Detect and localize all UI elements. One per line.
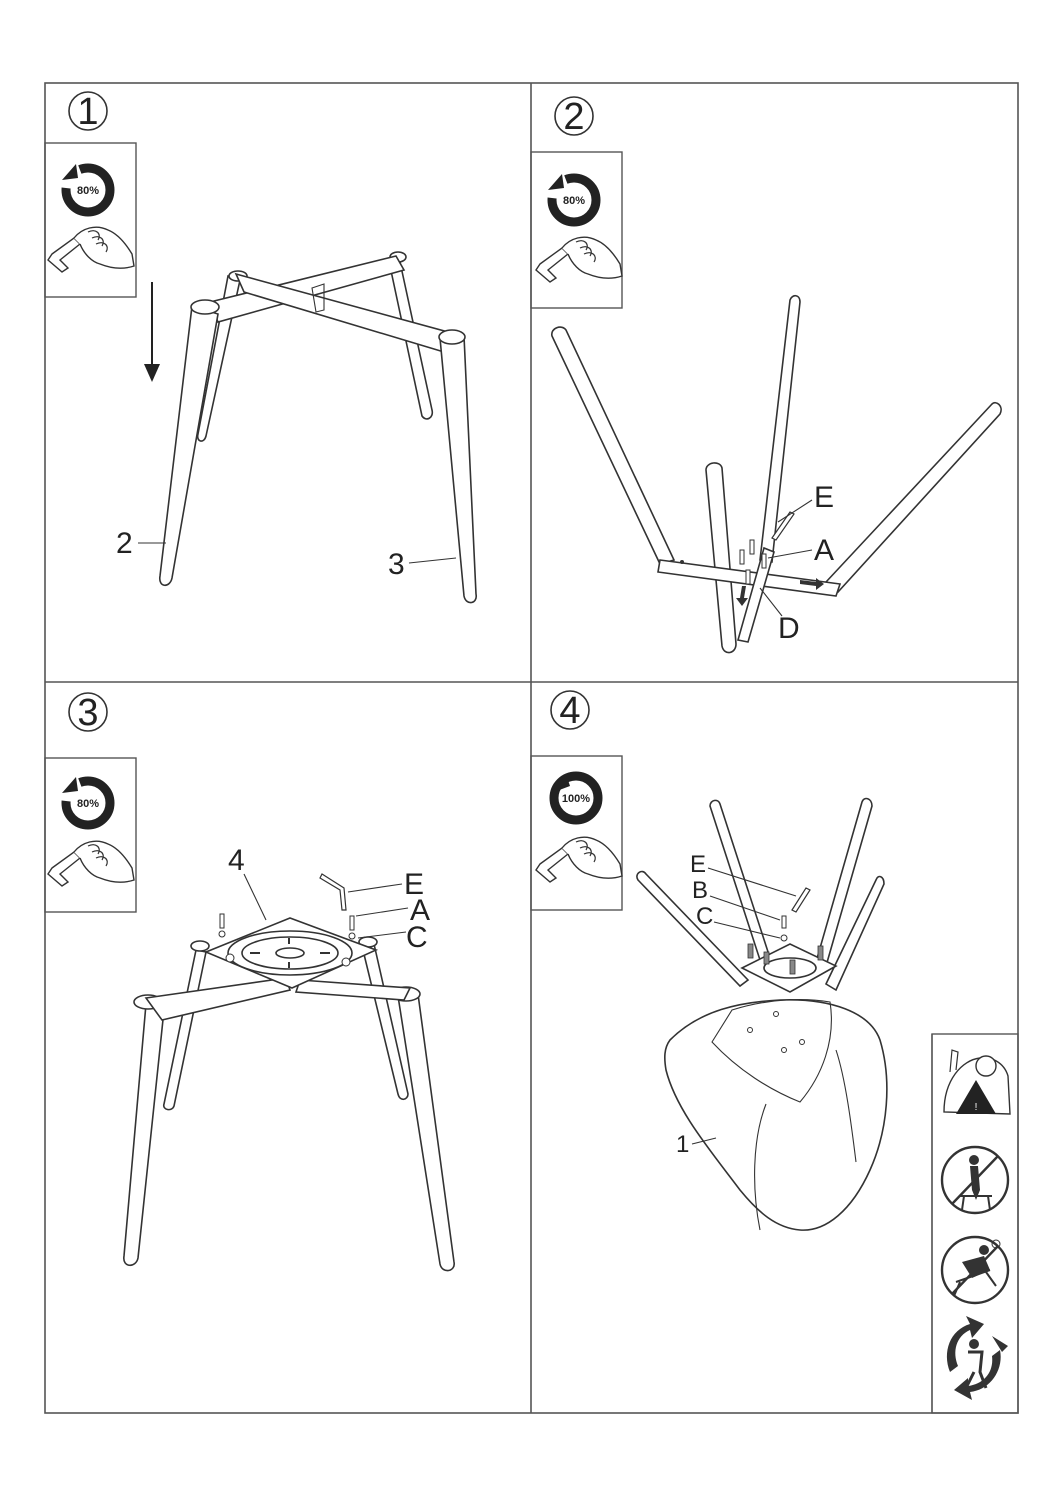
step-2-label-a: E: [814, 481, 834, 514]
step-3-panel: 3 80%: [44, 692, 455, 1272]
step-3-tool-box: 80%: [44, 757, 137, 913]
step-1-panel: 1 80% 2: [44, 91, 477, 604]
step-2-number: 2: [563, 96, 584, 138]
step-4-badge: 4: [550, 690, 590, 732]
allen-key-hand-icon: [535, 236, 623, 283]
allen-key-hand-icon: [535, 836, 623, 883]
step-4-number: 4: [559, 690, 580, 732]
step-1-callouts: 2 3: [116, 527, 457, 581]
down-arrow-icon: [144, 282, 160, 382]
step-1-torque: 80%: [77, 185, 99, 197]
step-1-label-b: 3: [388, 548, 405, 581]
step-2-label-b: A: [814, 534, 834, 567]
step-3-badge: 3: [68, 692, 108, 734]
allen-key-hand-icon: [47, 840, 135, 887]
allen-key-hand-icon: [47, 226, 135, 273]
screws: [218, 913, 356, 967]
step-4-label-d: 1: [676, 1131, 689, 1158]
warning-icons-panel: !: [931, 1033, 1019, 1414]
step-4-label-a: E: [690, 851, 706, 878]
step-2-label-c: D: [778, 612, 800, 645]
step-4-panel: 4 100%: [530, 690, 888, 1231]
step-4-torque: 100%: [562, 793, 590, 805]
step-4-label-b: B: [692, 877, 708, 904]
recycle-icon: [946, 1316, 1008, 1400]
step-1-tool-box: 80%: [44, 142, 137, 298]
step-3-callouts: 4 E A C: [228, 844, 430, 954]
step-1-label-a: 2: [116, 527, 133, 560]
torque-ring-icon: [549, 771, 603, 825]
step-2-tool-box: 80%: [530, 151, 623, 309]
step-3-number: 3: [77, 692, 98, 734]
step-3-label-a: 4: [228, 844, 245, 877]
screws: [739, 539, 767, 585]
no-tilting-chair-icon: [940, 1235, 1010, 1305]
step-4-callouts: E B C 1: [676, 851, 797, 1158]
step-1-number: 1: [77, 91, 98, 133]
no-standing-on-chair-icon: [940, 1145, 1010, 1215]
svg-text:!: !: [975, 1102, 978, 1113]
step-3-label-d: C: [406, 921, 428, 954]
chair-base-frame: [159, 251, 477, 604]
read-instructions-warning-icon: !: [943, 1049, 1011, 1115]
step-1-badge: 1: [68, 91, 108, 133]
step-2-callouts: E A D: [759, 481, 834, 645]
step-2-panel: 2 80%: [530, 96, 1002, 654]
step-2-badge: 2: [554, 96, 594, 138]
step-3-torque: 80%: [77, 798, 99, 810]
chair-upside-down: [636, 797, 888, 1231]
step-2-torque: 80%: [563, 195, 585, 207]
step-3-label-b: E: [404, 868, 424, 901]
step-4-label-c: C: [696, 903, 713, 930]
inverted-base-frame: [551, 294, 1002, 654]
step-3-label-c: A: [410, 894, 430, 927]
swivel-plate-base: [123, 873, 455, 1272]
step-4-tool-box: 100%: [530, 755, 623, 911]
